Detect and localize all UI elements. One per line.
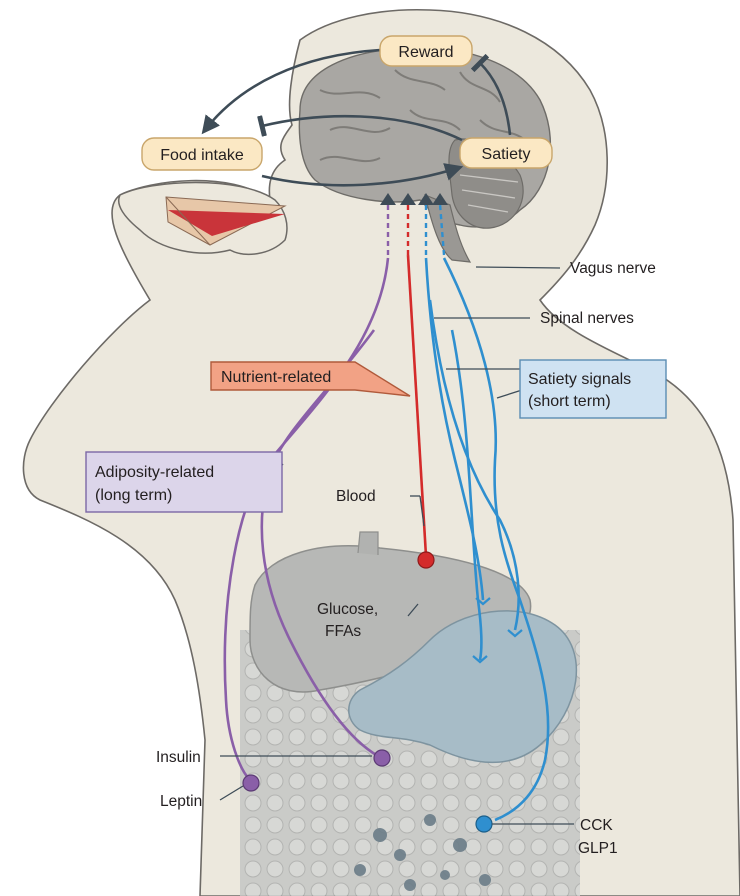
adiposity-related-line1: Adiposity-related xyxy=(95,464,214,481)
food-intake-label: Food intake xyxy=(160,147,244,164)
food-intake-box: Food intake xyxy=(142,138,262,170)
cck-node xyxy=(476,816,492,832)
satiety-label: Satiety xyxy=(482,146,531,163)
insulin-node xyxy=(374,750,390,766)
cck-label: CCK xyxy=(580,817,613,834)
satiety-box: Satiety xyxy=(460,138,552,168)
glucose-label-line1: Glucose, xyxy=(317,601,378,618)
reward-box: Reward xyxy=(380,36,472,66)
leptin-node xyxy=(243,775,259,791)
adiposity-related-box: Adiposity-related (long term) xyxy=(86,452,282,512)
satiety-signals-line2: (short term) xyxy=(528,393,611,410)
glucose-label-line2: FFAs xyxy=(325,623,361,640)
glp1-label: GLP1 xyxy=(578,840,618,857)
leptin-label: Leptin xyxy=(160,793,202,810)
reward-label: Reward xyxy=(398,44,453,61)
blood-label: Blood xyxy=(336,488,376,505)
satiety-signals-box: Satiety signals (short term) xyxy=(520,360,666,418)
insulin-label: Insulin xyxy=(156,749,201,766)
satiety-signals-line1: Satiety signals xyxy=(528,371,631,388)
adiposity-related-line2: (long term) xyxy=(95,487,172,504)
nutrient-related-label: Nutrient-related xyxy=(221,369,331,386)
spinal-nerves-label: Spinal nerves xyxy=(540,310,634,327)
glucose-node xyxy=(418,552,434,568)
vagus-nerve-label: Vagus nerve xyxy=(570,260,656,277)
